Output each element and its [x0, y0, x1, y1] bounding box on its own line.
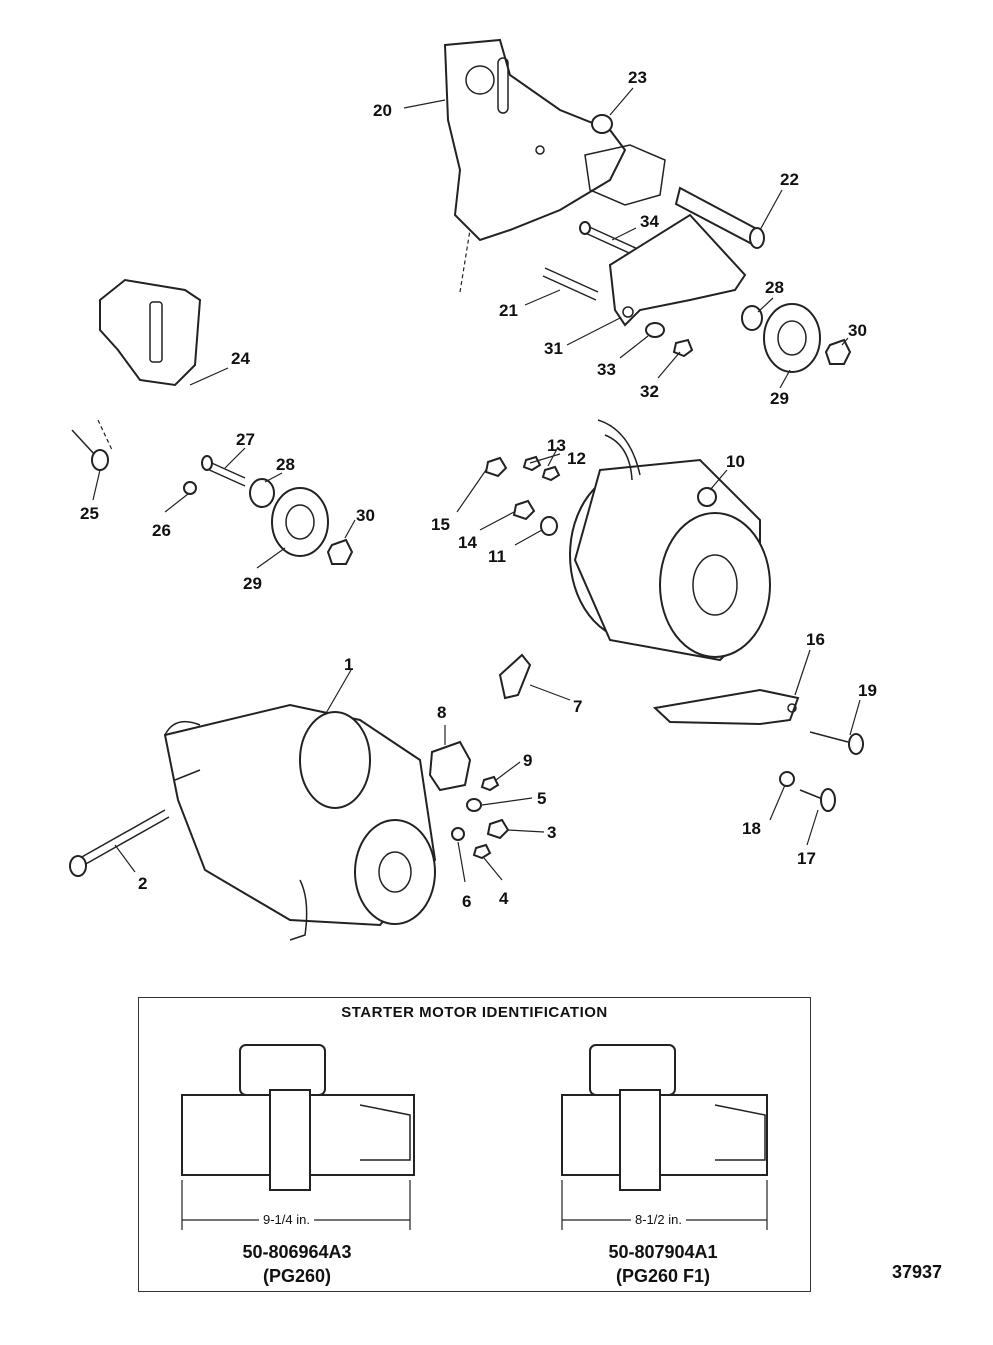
callout-26: 26: [152, 521, 171, 540]
callout-14: 14: [458, 533, 477, 552]
nut-30-lower: [326, 538, 354, 565]
idler-bracket-24: [99, 278, 202, 387]
washer-26: [183, 481, 197, 495]
stud-23: [591, 114, 613, 134]
callout-22: 22: [780, 170, 799, 189]
spacer-28-upper: [741, 305, 763, 331]
nut-12: [541, 465, 561, 482]
right-model: (PG260 F1): [615, 1266, 711, 1286]
callout-9: 9: [523, 751, 532, 770]
nut-9: [480, 775, 500, 792]
callout-16: 16: [806, 630, 825, 649]
callout-4: 4: [499, 889, 509, 908]
nut-15: [484, 456, 508, 478]
callout-13: 13: [547, 436, 566, 455]
left-model: (PG260): [262, 1266, 332, 1286]
bolt-2: [69, 809, 170, 877]
callout-21: 21: [499, 301, 518, 320]
callout-30-upper: 30: [848, 321, 867, 340]
callout-30-lower: 30: [356, 506, 375, 525]
callout-29-upper: 29: [770, 389, 789, 408]
callout-3: 3: [547, 823, 556, 842]
washer-5: [466, 798, 482, 812]
identification-title: STARTER MOTOR IDENTIFICATION: [341, 1004, 608, 1021]
callout-25: 25: [80, 504, 99, 523]
callout-11: 11: [488, 547, 506, 566]
bolt-19: [809, 731, 864, 755]
stud-21: [542, 267, 599, 301]
left-length-label: 9-1/4 in.: [259, 1212, 314, 1227]
bolt-22: [674, 186, 765, 249]
nut-3: [486, 818, 510, 840]
nut-13: [522, 455, 542, 472]
callout-27: 27: [236, 430, 255, 449]
solenoid-relay-8: [428, 740, 472, 792]
callout-23: 23: [628, 68, 647, 87]
washer-33: [645, 322, 665, 338]
starter-motor-1: [163, 703, 437, 941]
right-length-label: 8-1/2 in.: [631, 1212, 686, 1227]
nut-14: [512, 499, 536, 521]
spacer-28-lower: [249, 478, 275, 508]
callout-34: 34: [640, 212, 659, 231]
callout-28-upper: 28: [765, 278, 784, 297]
nut-4: [472, 843, 492, 860]
callout-18: 18: [742, 819, 761, 838]
starter-left-illustration: [181, 1044, 415, 1191]
adjusting-bracket-31: [608, 213, 747, 327]
alternator-10: [569, 419, 771, 662]
callout-33: 33: [597, 360, 616, 379]
callout-2: 2: [138, 874, 147, 893]
bolt-17: [799, 788, 836, 812]
bolt-27: [201, 455, 246, 487]
callout-29-lower: 29: [243, 574, 262, 593]
washer-18: [779, 771, 795, 787]
drawing-number: 37937: [892, 1262, 943, 1282]
callout-6: 6: [462, 892, 471, 911]
callout-8: 8: [437, 703, 446, 722]
callout-7: 7: [573, 697, 582, 716]
leader-lines: [92, 87, 861, 883]
starter-motor-identification-panel: STARTER MOTOR IDENTIFICATION 9-1/4 in. 8…: [138, 997, 811, 1292]
callout-10: 10: [726, 452, 745, 471]
callout-28-lower: 28: [276, 455, 295, 474]
callout-15: 15: [431, 515, 450, 534]
callout-numbers: 20 23 22 34 21 28 31 33 32 30 29 24 27 2…: [80, 68, 877, 911]
bolt-34: [579, 221, 641, 258]
callout-24: 24: [231, 349, 250, 368]
right-part-number: 50-807904A1: [608, 1242, 718, 1262]
nut-30-upper: [824, 338, 852, 365]
washer-6: [451, 827, 465, 841]
pulley-29-lower: [271, 487, 329, 557]
callout-20: 20: [373, 101, 392, 120]
callout-12: 12: [567, 449, 586, 468]
left-part-number: 50-806964A3: [242, 1242, 352, 1262]
washer-11: [540, 516, 558, 536]
callout-5: 5: [537, 789, 546, 808]
callout-31: 31: [544, 339, 563, 358]
brace-16: [652, 688, 800, 726]
starter-right-illustration: [561, 1044, 768, 1191]
bolt-25: [71, 429, 109, 471]
alternator-mounting-bracket: [443, 38, 666, 242]
nut-32: [672, 338, 694, 358]
callout-19: 19: [858, 681, 877, 700]
callout-32: 32: [640, 382, 659, 401]
pulley-29-upper: [763, 303, 821, 373]
callout-17: 17: [797, 849, 816, 868]
callout-1: 1: [344, 655, 353, 674]
terminal-boot-7: [498, 653, 532, 700]
